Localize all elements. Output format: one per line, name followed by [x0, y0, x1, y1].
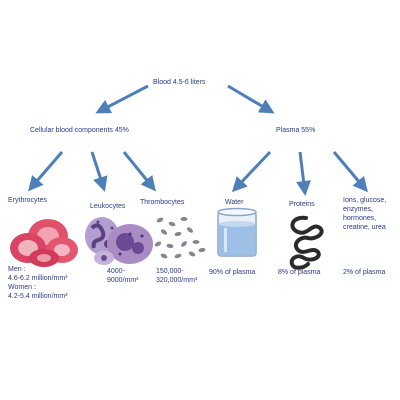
- arrow-to-leukocytes: [90, 151, 108, 192]
- erythrocytes-value-line1: Men :: [8, 266, 26, 273]
- platelets-icon: [154, 217, 206, 259]
- arrow-to-proteins: [296, 151, 311, 196]
- plasma-label: Plasma 55%: [276, 127, 316, 134]
- proteins-value: 8% of plasma: [278, 269, 321, 276]
- thrombocytes-value: 150,000- 320,000/mm³: [156, 267, 197, 285]
- beaker-icon: [217, 207, 257, 257]
- others-label-line4: creatine, urea: [343, 224, 386, 231]
- erythrocytes-label: Erythrocytes: [8, 197, 47, 204]
- others-label-line2: enzymes,: [343, 206, 373, 213]
- leukocytes-value-line1: 4000-: [107, 268, 125, 275]
- arrow-to-others: [332, 151, 368, 193]
- erythrocytes-value-line3: Women :: [8, 284, 36, 291]
- arrow-to-erythrocytes: [28, 151, 64, 192]
- root-label: Blood 4.5-6 liters: [153, 79, 206, 86]
- erythrocytes-value: Men : 4.6-6.2 million/mm³ Women : 4.2-5.…: [8, 265, 68, 301]
- arrow-to-thrombocytes: [122, 151, 156, 192]
- leukocytes-value: 4000- 9000/mm³: [107, 267, 139, 285]
- others-label-line1: Ions, glucose,: [343, 197, 387, 204]
- proteins-label: Proteins: [289, 201, 315, 208]
- others-label-line3: hormones,: [343, 215, 377, 222]
- arrow-to-cellular: [95, 84, 149, 114]
- thrombocytes-label: Thrombocytes: [140, 199, 185, 206]
- arrow-to-water: [231, 150, 272, 193]
- protein-icon: [289, 215, 324, 270]
- cellular-label: Cellular blood components 45%: [30, 127, 129, 134]
- erythrocytes-value-line4: 4.2-5.4 million/mm³: [8, 293, 68, 300]
- white-blood-cells-icon: [85, 217, 153, 265]
- thrombocytes-value-line1: 150,000-: [156, 268, 184, 275]
- erythrocytes-value-line2: 4.6-6.2 million/mm³: [8, 275, 68, 282]
- thrombocytes-value-line2: 320,000/mm³: [156, 277, 198, 284]
- water-value: 90% of plasma: [209, 269, 256, 276]
- water-label: Water: [225, 199, 244, 206]
- leukocytes-value-line2: 9000/mm³: [107, 277, 139, 284]
- leukocytes-label: Leukocytes: [90, 203, 126, 210]
- red-blood-cells-icon: [10, 219, 78, 267]
- arrow-to-plasma: [227, 84, 275, 114]
- others-value: 2% of plasma: [343, 269, 386, 276]
- others-label: Ions, glucose, enzymes, hormones, creati…: [343, 196, 386, 232]
